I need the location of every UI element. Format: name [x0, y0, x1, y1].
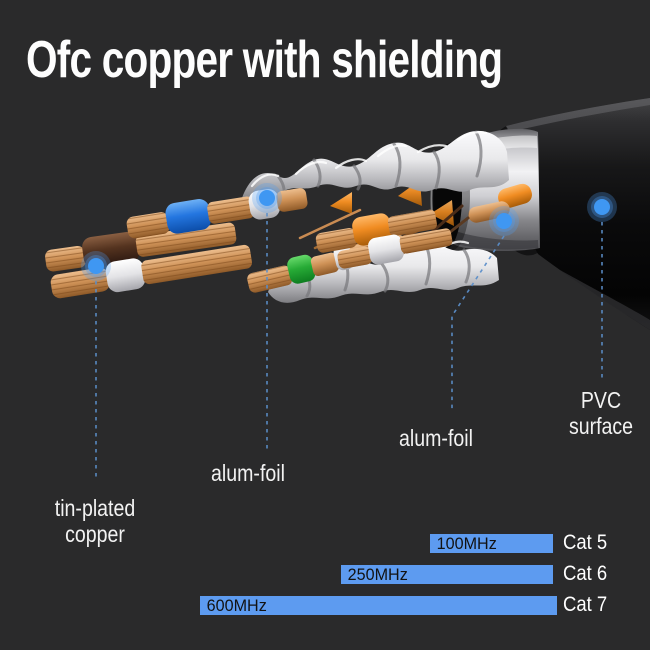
label-alum-foil-pair: alum-foil: [211, 460, 285, 486]
bar-value-label: 250MHz: [347, 565, 408, 584]
shielded-pair-top: [242, 130, 509, 202]
callout-dot-icon: [81, 251, 111, 281]
category-label-cat6: Cat 6: [563, 562, 608, 585]
wire-white-mid: [337, 228, 453, 269]
callout-dot-icon: [489, 206, 519, 236]
label-line: surface: [568, 413, 634, 439]
callout-lines: [95, 213, 603, 481]
category-label-cat7: Cat 7: [563, 593, 608, 616]
bar-cat7: 600MHz: [200, 596, 557, 615]
wire-white-left: [50, 244, 252, 299]
label-line: PVC: [580, 387, 622, 413]
label-alum-foil-wrap: alum-foil: [399, 425, 473, 451]
label-line: copper: [65, 521, 125, 547]
callout-dot-icon: [252, 183, 282, 213]
category-label-cat5: Cat 5: [563, 531, 608, 554]
wire-blue: [126, 188, 308, 239]
label-line: alum-foil: [399, 425, 473, 451]
bar-value-label: 600MHz: [206, 596, 267, 615]
wire-orange: [315, 209, 438, 253]
bar-cat5: 100MHz: [430, 534, 553, 553]
bar-cat6: 250MHz: [341, 565, 553, 584]
page-title: Ofc copper with shielding: [26, 31, 503, 89]
label-line: alum-foil: [211, 460, 285, 486]
label-tin-plated-copper: tin-plated copper: [55, 495, 135, 547]
label-pvc-surface: PVC surface: [569, 387, 633, 439]
bar-value-label: 100MHz: [436, 534, 497, 553]
callout-dot-icon: [587, 192, 617, 222]
label-line: tin-plated: [54, 495, 136, 521]
